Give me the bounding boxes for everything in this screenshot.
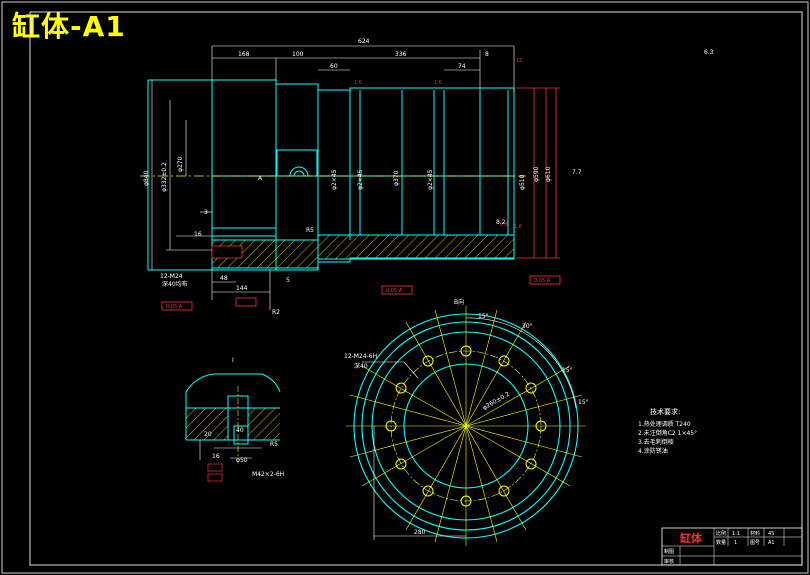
tb-field-5: 数量 <box>716 539 726 546</box>
dim-left-3: 3 <box>204 209 208 216</box>
detail-dim-r5: R5 <box>270 441 278 448</box>
dim-8: 8 <box>485 51 489 58</box>
end-angle-2: 30° <box>522 323 533 330</box>
section-hatch-main <box>317 234 515 260</box>
dim-internal-4: φ2×45 <box>427 169 434 190</box>
thread-left-note: 深40均布 <box>162 280 188 288</box>
svg-text:0.05 A: 0.05 A <box>166 304 183 310</box>
mark-4: 12 <box>516 58 522 64</box>
detail-dim-20: 20 <box>204 431 212 438</box>
dim-right-510: φ510 <box>519 174 526 190</box>
tech-item-3: 3.去毛刺倒棱 <box>638 438 674 446</box>
end-holes-depth: 深40 <box>354 362 368 370</box>
dim-diameter-270: φ270 <box>177 156 184 172</box>
detail-dim-50: φ50 <box>236 457 248 464</box>
tech-heading: 技术要求: <box>650 407 680 416</box>
roughness-top: 6.3 <box>704 49 714 56</box>
dim-100: 100 <box>292 51 304 58</box>
end-view: B向 <box>344 298 589 546</box>
tb-field-6: 1 <box>734 540 737 546</box>
tech-requirements: 技术要求: 1.热处理调质 T240 2.未注倒角C2 1×45° 3.去毛刺倒… <box>638 407 697 455</box>
tb-field-2: 1:1 <box>732 531 740 537</box>
tb-field-3: 材料 <box>750 530 760 537</box>
dim-overall-length: 624 <box>358 38 370 45</box>
dim-74: 74 <box>458 63 466 70</box>
dim-336: 336 <box>395 51 407 58</box>
bolt-holes <box>385 345 547 507</box>
dim-60: 60 <box>330 63 338 70</box>
tb-field-7: 图号 <box>750 540 760 546</box>
tb-row-1: 制图 <box>664 548 674 555</box>
svg-text:0.05 A: 0.05 A <box>534 278 551 284</box>
mark-5: 0.8 <box>500 222 508 228</box>
detail-depth: 40 <box>236 427 244 434</box>
datum-a: A <box>258 175 263 182</box>
dim-diameter-840: φ840 <box>143 170 150 186</box>
end-angle-1: 15° <box>478 313 489 320</box>
tech-item-4: 4.涂防锈油 <box>638 447 668 455</box>
dim-right-610: φ610 <box>545 166 552 182</box>
detail-box-2 <box>207 473 223 482</box>
end-holes-note: 12-M24-6H <box>344 353 377 360</box>
title-block-part-name: 缸体 <box>679 531 703 545</box>
mark-1: 1.6 <box>354 80 362 86</box>
right-mark: 8.2 <box>496 219 506 226</box>
tolerance-box-small <box>235 297 257 307</box>
tb-field-8: A1 <box>768 540 775 546</box>
inner-frame <box>29 11 803 566</box>
dim-right-590: φ590 <box>533 166 540 182</box>
mark-2: 1.6 <box>434 80 442 86</box>
tolerance-box-right: 0.05 A <box>529 275 561 285</box>
detail-box-1 <box>207 463 223 472</box>
dim-internal-2: φ370 <box>393 170 400 186</box>
dim-48: 48 <box>220 275 228 282</box>
dim-left-16: 16 <box>194 231 202 238</box>
tb-field-4: 45 <box>768 531 774 537</box>
drawing-title: 缸体-A1 <box>12 10 126 43</box>
dim-5: 5 <box>286 277 290 284</box>
roughness-right: 7.7 <box>572 169 582 176</box>
tolerance-box-left: 0.05 A <box>161 301 193 311</box>
dim-internal-1: φ2×45 <box>331 169 338 190</box>
thread-hole-left <box>211 245 243 259</box>
tech-item-2: 2.未注倒角C2 1×45° <box>638 429 697 437</box>
tech-item-1: 1.热处理调质 T240 <box>638 420 691 428</box>
tb-field-1: 比例 <box>716 530 726 537</box>
dim-144: 144 <box>236 285 248 292</box>
end-angle-3: 15° <box>562 367 573 374</box>
svg-text:0.05 A: 0.05 A <box>386 288 403 294</box>
end-bottom-dim: 280 <box>414 529 426 536</box>
radius-r5: R5 <box>306 227 314 234</box>
mark-3: 1.6 <box>514 224 522 230</box>
detail-view: I 20 R5 16 φ50 M42×2-6H 40 <box>185 357 284 482</box>
main-view: 624 168 100 336 8 60 74 1.6 1.6 1.6 12 0… <box>140 38 714 316</box>
detail-label: I <box>232 357 234 364</box>
dim-internal-3: φ2×45 <box>357 169 364 190</box>
detail-thread: M42×2-6H <box>252 471 284 478</box>
dim-168: 168 <box>238 51 250 58</box>
tb-row-2: 审核 <box>664 558 674 565</box>
tolerance-box-bottom: 0.05 A <box>381 285 413 295</box>
end-view-label: B向 <box>454 298 464 306</box>
chamfer-r2: R2 <box>272 309 280 316</box>
detail-dim-16: 16 <box>212 453 220 460</box>
end-angle-4: 15° <box>578 399 589 406</box>
dim-diameter-332: φ332±0.2 <box>161 162 168 192</box>
radial-lines <box>346 306 586 546</box>
thread-left-label: 12-M24 <box>160 273 183 280</box>
title-block: 缸体 比例 1:1 材料 45 数量 1 图号 A1 制图 审核 <box>661 527 803 566</box>
